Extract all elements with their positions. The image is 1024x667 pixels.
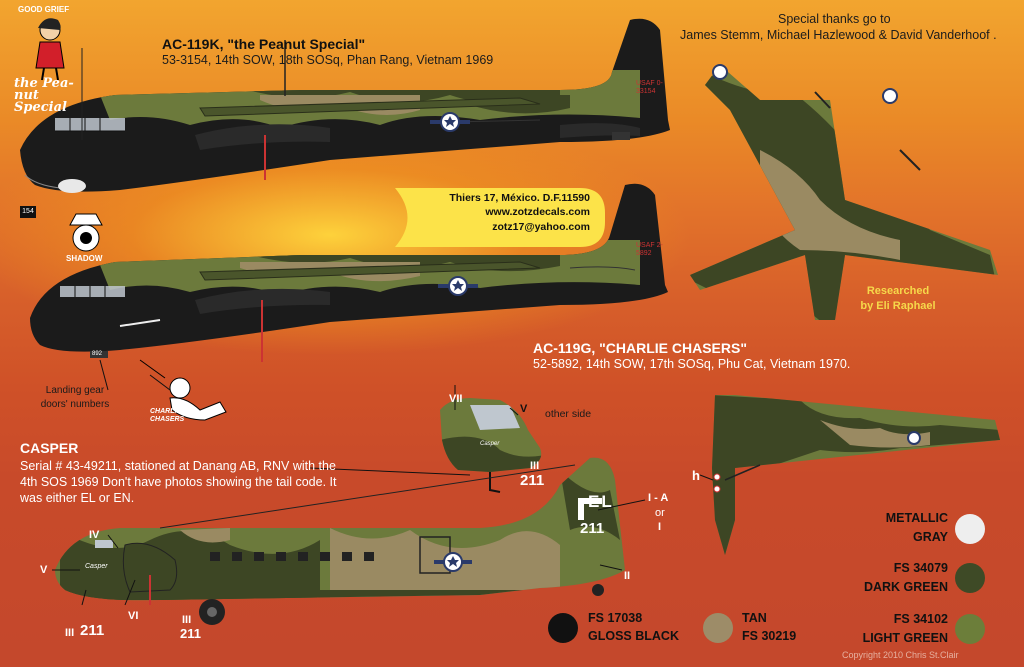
ac119g-tail-number: USAF 2-5892 [636, 242, 663, 257]
marker-vii: VII [449, 393, 463, 405]
marker-iv: IV [89, 529, 100, 541]
shadow-emblem-label: SHADOW [66, 254, 103, 263]
peanut-character-art [35, 18, 83, 140]
swatch-black-chip [548, 613, 578, 643]
marker-211-nose: 211 [80, 622, 105, 639]
marker-i-a: I - A [648, 492, 669, 504]
marker-ii: II [624, 570, 631, 582]
thanks-line2: James Stemm, Michael Hazlewood & David V… [680, 28, 997, 42]
charlie-emblem-art [139, 359, 227, 421]
marker-iii: III [65, 627, 75, 639]
casper-profile [55, 457, 625, 625]
casper-line1: Serial # 43-49211, stationed at Danang A… [20, 459, 336, 473]
ac119k-details: 53-3154, 14th SOW, 18th SOSq, Phan Rang,… [162, 53, 494, 67]
marker-i: I [658, 521, 662, 533]
contact-email[interactable]: zotz17@yahoo.com [492, 221, 590, 233]
contact-address: Thiers 17, México. D.F.11590 [449, 192, 590, 204]
casper-tail-number: 211 [580, 520, 605, 537]
marker-v: V [40, 564, 48, 576]
peanut-logo-text: the Pea-nut Special [14, 76, 74, 115]
casper-line3: was either EL or EN. [20, 491, 135, 505]
marker-or: or [655, 507, 665, 519]
researched-line2: by Eli Raphael [860, 300, 936, 312]
casper-nose-name-detail: Casper [480, 441, 500, 447]
swatch-dark-green-line2: DARK GREEN [863, 580, 948, 594]
marker-211-detail: 211 [520, 472, 545, 489]
charlie-chasers-logo-text: CHARLIE CHASERS [150, 408, 185, 423]
marker-iii-detail: III [530, 460, 540, 472]
swatch-dark-green-line1: FS 34079 [893, 561, 948, 575]
swatch-black-line2: GLOSS BLACK [588, 629, 679, 643]
callout-lines [52, 359, 714, 606]
marker-211-gear: 211 [180, 626, 201, 641]
casper-nose-name: Casper [85, 563, 108, 570]
swatch-light-green-line2: LIGHT GREEN [862, 631, 948, 645]
shadow-emblem-art [69, 213, 103, 252]
ac119-top-view [690, 64, 998, 320]
ac119k-tail-number: USAF 0-33154 [636, 80, 663, 95]
swatch-tan-chip [703, 613, 733, 643]
ac119k-nose-number: 154 [20, 206, 36, 218]
swatch-metallic-line2: GRAY [913, 530, 948, 544]
marker-iii-gear: III [182, 614, 192, 626]
swatch-light-green-chip [955, 614, 985, 644]
landing-gear-line1: Landing gear [45, 385, 105, 396]
ac47-wing-view [712, 395, 1000, 555]
swatch-light-green-line1: FS 34102 [893, 612, 948, 626]
ac119k-title: AC-119K, "the Peanut Special" [162, 36, 366, 52]
marker-h: h [692, 468, 700, 483]
good-grief-label: GOOD GRIEF [18, 5, 70, 14]
thanks-line1: Special thanks go to [778, 12, 891, 26]
ac119g-nose-number: 892 [92, 351, 103, 357]
landing-gear-line2: doors' numbers [40, 399, 110, 410]
marker-vi: VI [128, 610, 139, 622]
researched-line1: Researched [866, 285, 930, 297]
swatch-tan-line2: FS 30219 [742, 629, 797, 643]
copyright: Copyright 2010 Chris St.Clair [842, 650, 959, 660]
ac119g-title: AC-119G, "CHARLIE CHASERS" [533, 340, 747, 356]
contact-website[interactable]: www.zotzdecals.com [485, 206, 590, 218]
swatch-metallic-chip [955, 514, 985, 544]
swatch-black-line1: FS 17038 [588, 611, 643, 625]
swatch-metallic-line1: METALLIC [885, 511, 948, 525]
swatch-tan-line1: TAN [742, 611, 767, 625]
casper-line2: 4th SOS 1969 Don't have photos showing t… [20, 475, 337, 489]
casper-nose-detail [440, 398, 542, 493]
casper-title: CASPER [20, 440, 79, 456]
other-side-label: other side [545, 408, 592, 420]
marker-v-detail: V [520, 403, 528, 415]
swatch-dark-green-chip [955, 563, 985, 593]
ac119g-details: 52-5892, 14th SOW, 17th SOSq, Phu Cat, V… [533, 357, 851, 371]
casper-tail-code: EL [588, 492, 614, 511]
contact-panel [395, 188, 605, 247]
